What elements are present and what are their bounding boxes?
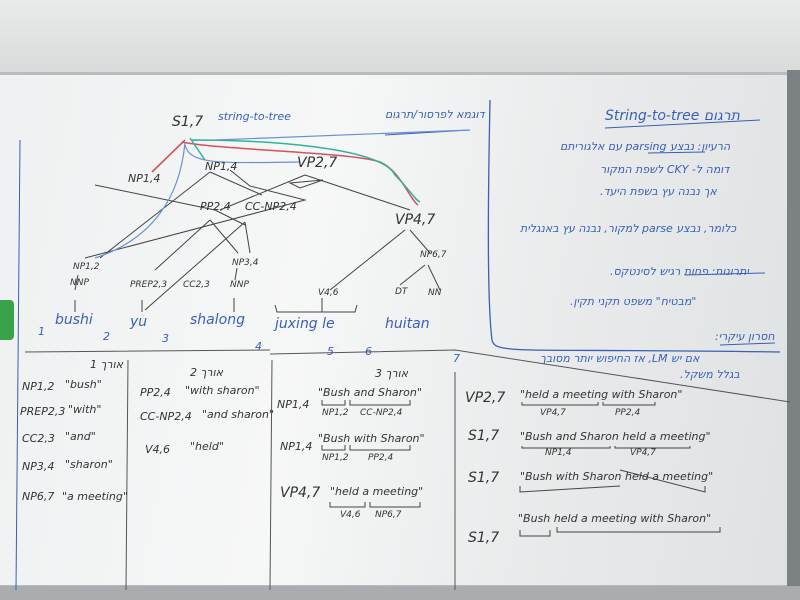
- position-number: 2: [103, 330, 110, 343]
- source-word: huitan: [385, 316, 430, 332]
- notes-line: חסרון עיקרי:: [715, 330, 775, 343]
- notes-line: יתרונות: פחות רגיש לסינטקס.: [610, 265, 749, 278]
- source-word: shalong: [190, 312, 245, 328]
- position-number: 1: [38, 325, 45, 338]
- tree-node: NP1,4: [128, 172, 161, 185]
- wall: [0, 0, 800, 78]
- green-marker: [0, 300, 14, 340]
- chart-cell-text: "Bush and Sharon held a meeting": [520, 430, 711, 443]
- position-number: 5: [327, 345, 334, 358]
- chart-cell-text: "with": [68, 403, 102, 416]
- chart-cell-part: VP4,7: [540, 408, 566, 418]
- chart-cell-part: NP1,4: [545, 448, 572, 458]
- chart-cell-text: "bush": [65, 378, 102, 391]
- position-number: 6: [365, 345, 372, 358]
- chart-cell-label: NP1,4: [277, 398, 310, 411]
- notes-line: דומה ל- CKY לשפת המקור: [600, 163, 730, 176]
- chart-cell-part: NP6,7: [375, 510, 402, 520]
- column-header: אורך 2: [190, 366, 223, 379]
- chart-cell-text: "a meeting": [62, 490, 128, 503]
- notes-title: תרגום String-to-tree: [605, 108, 740, 124]
- chart-cell-label: VP4,7: [280, 485, 321, 501]
- tree-title-he: דוגמא לפרסור/תרגום: [385, 108, 485, 121]
- chart-cell-part: VP4,7: [630, 448, 656, 458]
- source-word: bushi: [55, 312, 93, 328]
- chart-cell-label: S1,7: [468, 470, 500, 486]
- tree-node: NNP: [70, 278, 89, 288]
- chart-cell-part: V4,6: [340, 510, 361, 520]
- notes-line: כלומר, נבצע parse למקור, נבנה עץ באנגלית: [520, 222, 737, 235]
- tree-node: CC2,3: [183, 280, 210, 290]
- notes-line: בגלל משקל.: [680, 368, 740, 381]
- whiteboard: [0, 72, 790, 588]
- tree-node: PP2,4: [200, 200, 231, 213]
- whiteboard-frame: [787, 70, 800, 590]
- position-number: 7: [453, 352, 460, 365]
- chart-cell-label: NP1,2: [22, 380, 55, 393]
- chart-cell-label: NP3,4: [22, 460, 55, 473]
- notes-line: אם יש LM, אז החיפוש יותר מסובך: [540, 352, 700, 365]
- chart-cell-text: "held": [190, 440, 224, 453]
- chart-cell-part: NP1,2: [322, 453, 349, 463]
- chart-cell-label: NP6,7: [22, 490, 55, 503]
- tree-node: VP4,7: [395, 212, 436, 228]
- tree-node: NP3,4: [232, 258, 259, 268]
- notes-line: "מבטיח" משפט תקני תקין.: [570, 295, 697, 308]
- chart-cell-label: S1,7: [468, 530, 500, 546]
- chart-cell-text: "Bush and Sharon": [318, 386, 422, 399]
- chart-cell-text: "with sharon": [185, 384, 260, 397]
- tree-node: V4,6: [318, 288, 339, 298]
- tree-root: S1,7: [172, 114, 204, 130]
- chart-cell-text: "sharon": [65, 458, 113, 471]
- chart-cell-label: VP2,7: [465, 390, 506, 406]
- chart-cell-part: NP1,2: [322, 408, 349, 418]
- tree-node: NNP: [230, 280, 249, 290]
- notes-line: הרעיון: נבצע parsing עם אלגוריתם: [560, 140, 731, 153]
- chart-cell-part: PP2,4: [368, 453, 394, 463]
- chart-cell-label: V4,6: [145, 443, 171, 456]
- position-number: 3: [162, 332, 169, 345]
- chart-cell-label: CC-NP2,4: [140, 410, 192, 423]
- source-word: juxing le: [275, 316, 335, 332]
- chart-cell-text: "Bush with Sharon held a meeting": [520, 470, 714, 483]
- column-header: אורך 1: [90, 358, 123, 371]
- tree-node: PREP2,3: [130, 280, 168, 290]
- tree-node: NP1,2: [73, 262, 100, 272]
- column-header: אורך 3: [375, 367, 408, 380]
- tree-node: NP1,4: [205, 160, 238, 173]
- chart-cell-text: "held a meeting with Sharon": [520, 388, 683, 401]
- tree-title-en: string-to-tree: [218, 110, 291, 123]
- chart-cell-text: "held a meeting": [330, 485, 424, 498]
- chart-cell-label: PP2,4: [140, 386, 171, 399]
- tree-node: VP2,7: [297, 155, 338, 171]
- chart-cell-label: NP1,4: [280, 440, 313, 453]
- chart-cell-text: "Bush held a meeting with Sharon": [518, 512, 712, 525]
- tree-node: NN: [428, 288, 442, 298]
- chart-cell-label: CC2,3: [22, 432, 55, 445]
- notes-line: אך נבנה עץ בשפת היעד.: [600, 185, 717, 198]
- chart-cell-text: "Bush with Sharon": [318, 432, 425, 445]
- source-word: yu: [130, 314, 148, 330]
- tree-node: NP6,7: [420, 250, 447, 260]
- tree-node: DT: [395, 287, 408, 297]
- chart-cell-text: "and": [65, 430, 96, 443]
- chart-cell-text: "and sharon": [202, 408, 274, 421]
- chart-cell-label: S1,7: [468, 428, 500, 444]
- chart-cell-part: PP2,4: [615, 408, 641, 418]
- tree-node: CC-NP2,4: [245, 200, 297, 213]
- marker-tray: [0, 586, 800, 600]
- chart-cell-part: CC-NP2,4: [360, 408, 403, 418]
- chart-cell-label: PREP2,3: [20, 405, 66, 418]
- position-number: 4: [255, 340, 262, 353]
